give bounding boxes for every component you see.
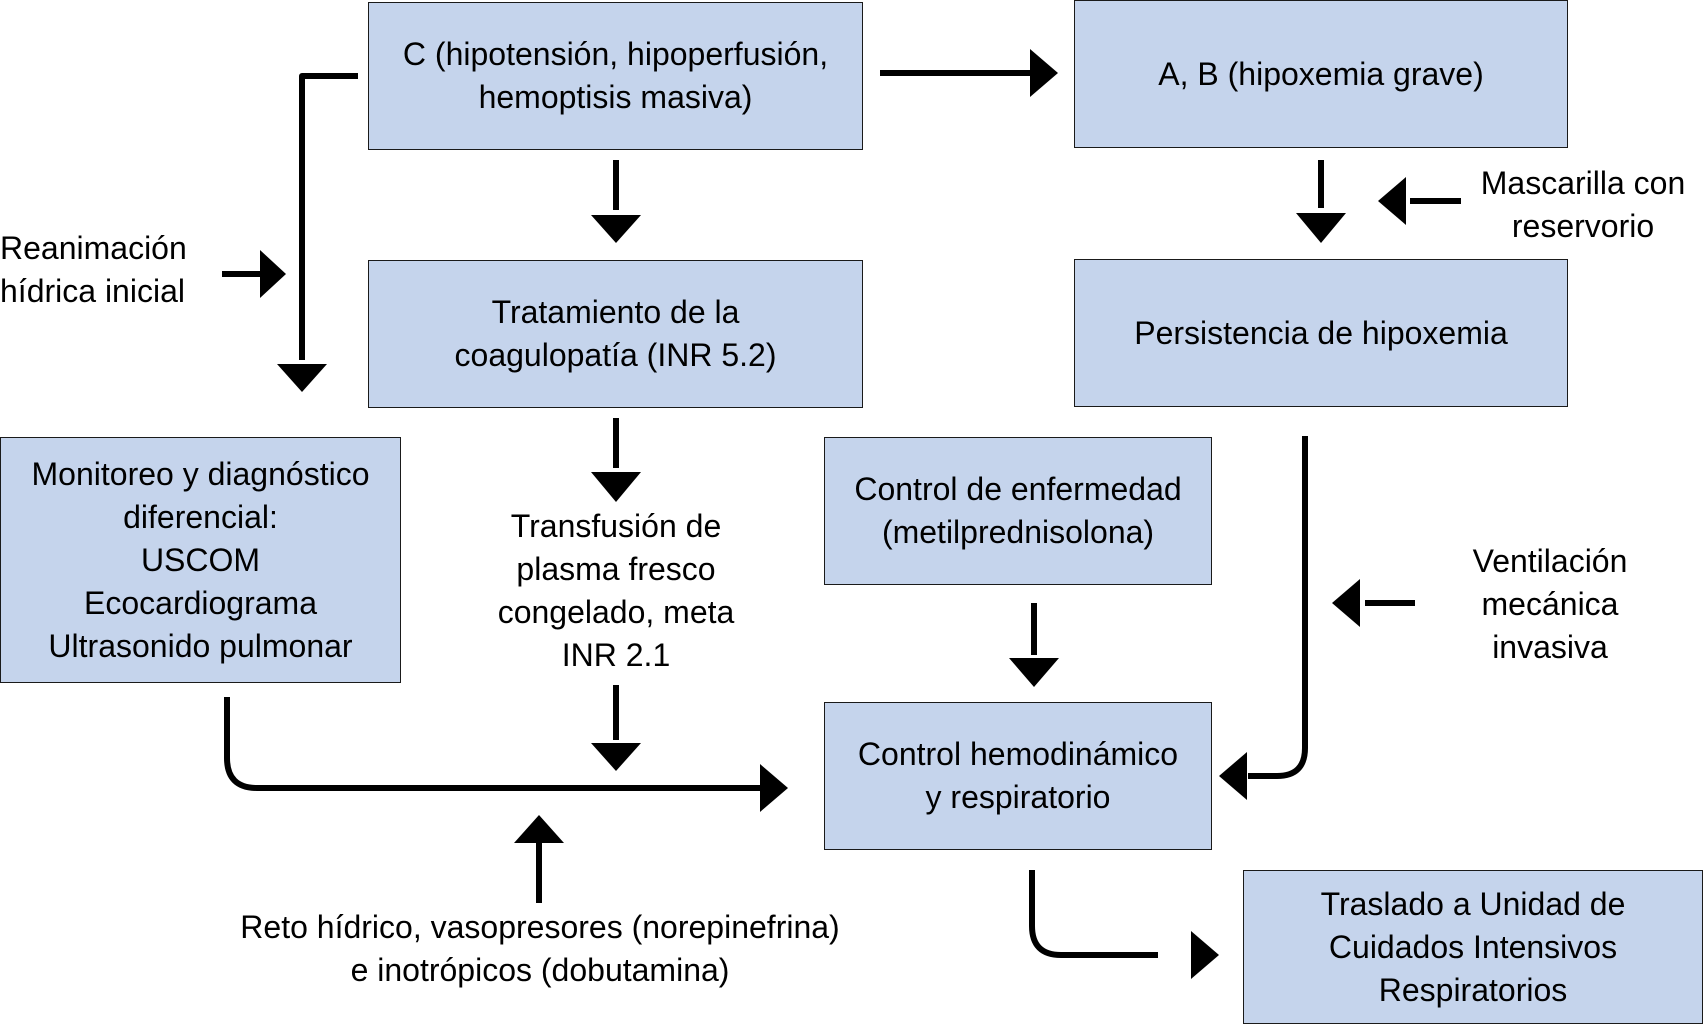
arrowhead-monitoreo-to-control <box>760 764 788 812</box>
box-ab-hipoxemia: A, B (hipoxemia grave) <box>1074 0 1568 148</box>
box-control-enfermedad: Control de enfermedad (metilprednisolona… <box>824 437 1212 585</box>
arrowhead-c-to-monitoreo <box>277 364 327 392</box>
box-monitoreo: Monitoreo y diagnóstico diferencial: USC… <box>0 437 401 683</box>
arrowhead-tratamiento-to-transfusion <box>591 472 641 502</box>
arrowhead-persistencia-to-control <box>1219 752 1247 800</box>
arrowhead-mascarilla <box>1378 177 1406 225</box>
box-c-hipotension: C (hipotensión, hipoperfusión, hemoptisi… <box>368 2 863 150</box>
box-traslado-ucir: Traslado a Unidad de Cuidados Intensivos… <box>1243 870 1703 1024</box>
arrow-monitoreo-to-control <box>224 697 762 791</box>
arrowhead-c-to-ab <box>1030 49 1058 97</box>
label-ventilacion: Ventilación mecánica invasiva <box>1472 543 1628 665</box>
arrowhead-reto-hidrico <box>514 815 564 843</box>
box-control-hemodinamico: Control hemodinámico y respiratorio <box>824 702 1212 850</box>
label-reanimacion: Reanimación hídrica inicial <box>0 230 187 309</box>
arrowhead-control-to-traslado <box>1191 931 1219 979</box>
arrowhead-reanimacion <box>260 250 286 298</box>
arrow-c-to-monitoreo <box>299 73 358 360</box>
label-transfusion: Transfusión de plasma fresco congelado, … <box>497 508 735 673</box>
arrowhead-enfermedad-to-control <box>1009 658 1059 687</box>
arrow-control-to-traslado <box>1029 870 1158 958</box>
arrow-persistencia-to-control <box>1248 436 1308 779</box>
label-reto-hidrico: Reto hídrico, vasopresores (norepinefrin… <box>240 909 840 988</box>
arrowhead-ab-to-persistencia <box>1296 213 1346 243</box>
box-persistencia-hipoxemia: Persistencia de hipoxemia <box>1074 259 1568 407</box>
arrowhead-transfusion-to-merge <box>591 743 641 771</box>
arrowhead-ventilacion <box>1332 579 1360 627</box>
label-mascarilla: Mascarilla con reservorio <box>1480 165 1686 244</box>
arrowhead-c-to-tratamiento <box>591 215 641 243</box>
box-tratamiento-coagulopatia: Tratamiento de la coagulopatía (INR 5.2) <box>368 260 863 408</box>
